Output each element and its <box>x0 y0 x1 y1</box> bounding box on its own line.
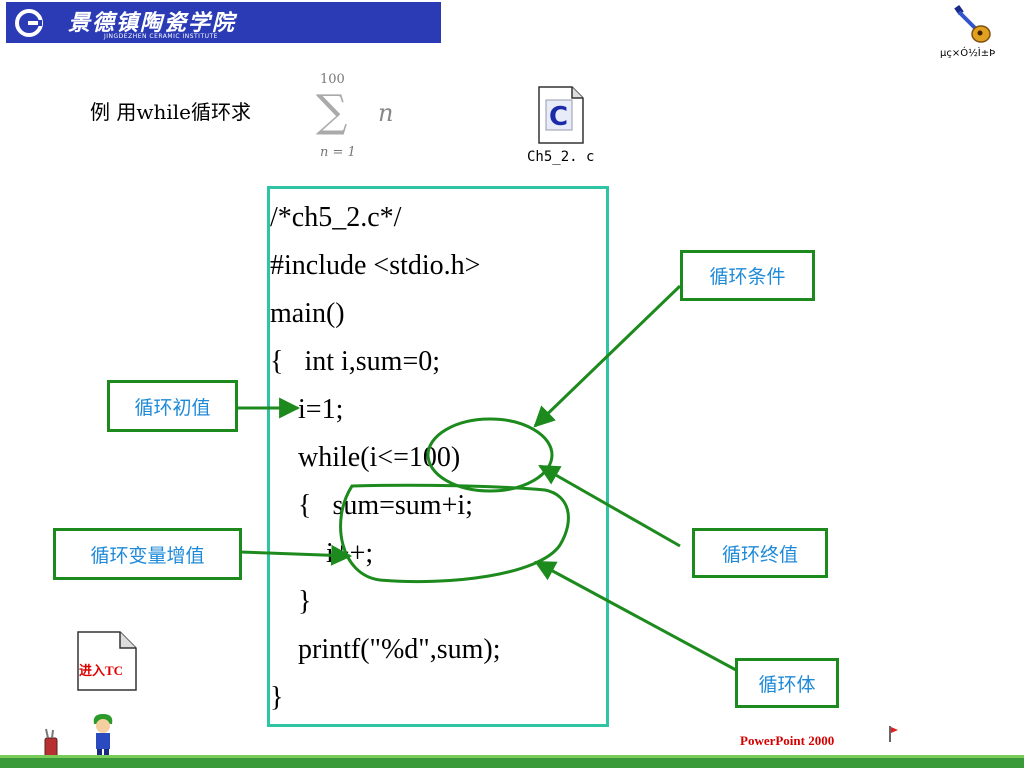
code-line: { int i,sum=0; <box>270 346 441 377</box>
golfer-character-icon <box>93 714 113 758</box>
summation-formula: 100 ∑ n = 1 n <box>316 72 393 160</box>
sum-term: n <box>378 99 393 127</box>
enter-tc-file-icon[interactable] <box>76 630 138 692</box>
powerpoint-version: PowerPoint 2000 <box>740 733 835 748</box>
label-loop-init: 循环初值 <box>107 380 238 432</box>
example-heading: 例 用while循环求 <box>90 100 251 124</box>
college-name: 景德镇陶瓷学院 <box>68 10 237 36</box>
svg-text:∑: ∑ <box>316 86 347 137</box>
label-loop-increment: 循环变量增值 <box>53 528 242 580</box>
label-loop-condition: 循环条件 <box>680 250 815 301</box>
code-line: /*ch5_2.c*/ <box>270 202 402 233</box>
code-line: printf("%d",sum); <box>270 634 501 665</box>
c-source-file-icon[interactable]: C <box>536 84 586 146</box>
sum-lower-limit: n = 1 <box>320 145 356 160</box>
code-line: } <box>270 586 312 617</box>
code-listing-box <box>267 186 609 727</box>
college-logo-icon <box>15 9 43 37</box>
label-loop-body: 循环体 <box>735 658 839 708</box>
file-name[interactable]: Ch5_2. c <box>527 149 595 165</box>
code-line: } <box>270 682 284 713</box>
svg-text:C: C <box>549 102 568 132</box>
guitar-icon[interactable] <box>950 4 994 44</box>
college-name-english: JINGDEZHEN CERAMIC INSTITUTE <box>104 33 218 40</box>
code-line: main() <box>270 298 345 329</box>
corner-caption: µç×Ó½Ì±Þ <box>940 48 996 59</box>
label-loop-final: 循环终值 <box>692 528 828 578</box>
header-banner: 景德镇陶瓷学院 JINGDEZHEN CERAMIC INSTITUTE <box>6 2 441 43</box>
grass-ground <box>0 755 1024 768</box>
code-line: i=1; <box>270 394 344 425</box>
enter-tc-link[interactable]: 进入TC <box>79 663 124 678</box>
sum-upper-limit: 100 <box>320 72 345 87</box>
code-line: { sum=sum+i; <box>270 490 473 521</box>
code-line: #include <stdio.h> <box>270 250 481 281</box>
code-line: i++; <box>270 538 374 569</box>
code-line: while(i<=100) <box>270 442 461 473</box>
flag-icon <box>889 726 898 742</box>
